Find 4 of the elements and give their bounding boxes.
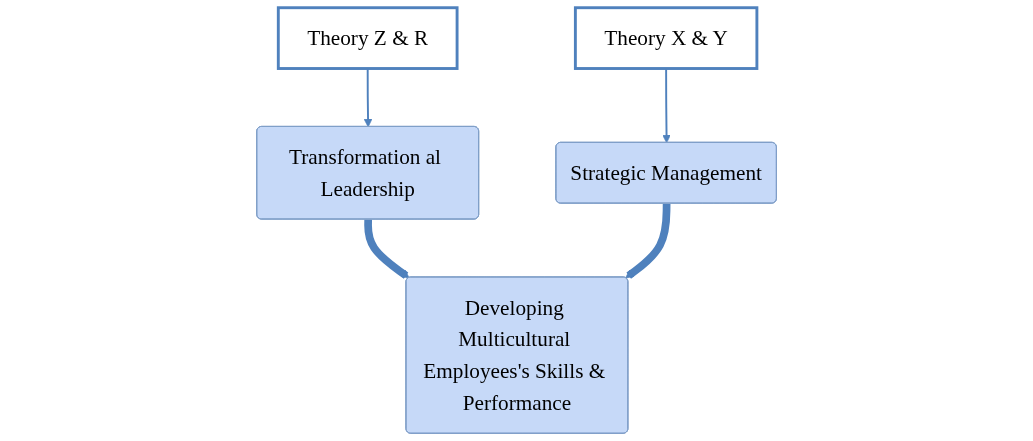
arrow (364, 219, 410, 279)
node-box: Theory X & Y (573, 6, 759, 70)
node-box: Theory Z & R (276, 6, 459, 70)
arrow (625, 203, 671, 279)
